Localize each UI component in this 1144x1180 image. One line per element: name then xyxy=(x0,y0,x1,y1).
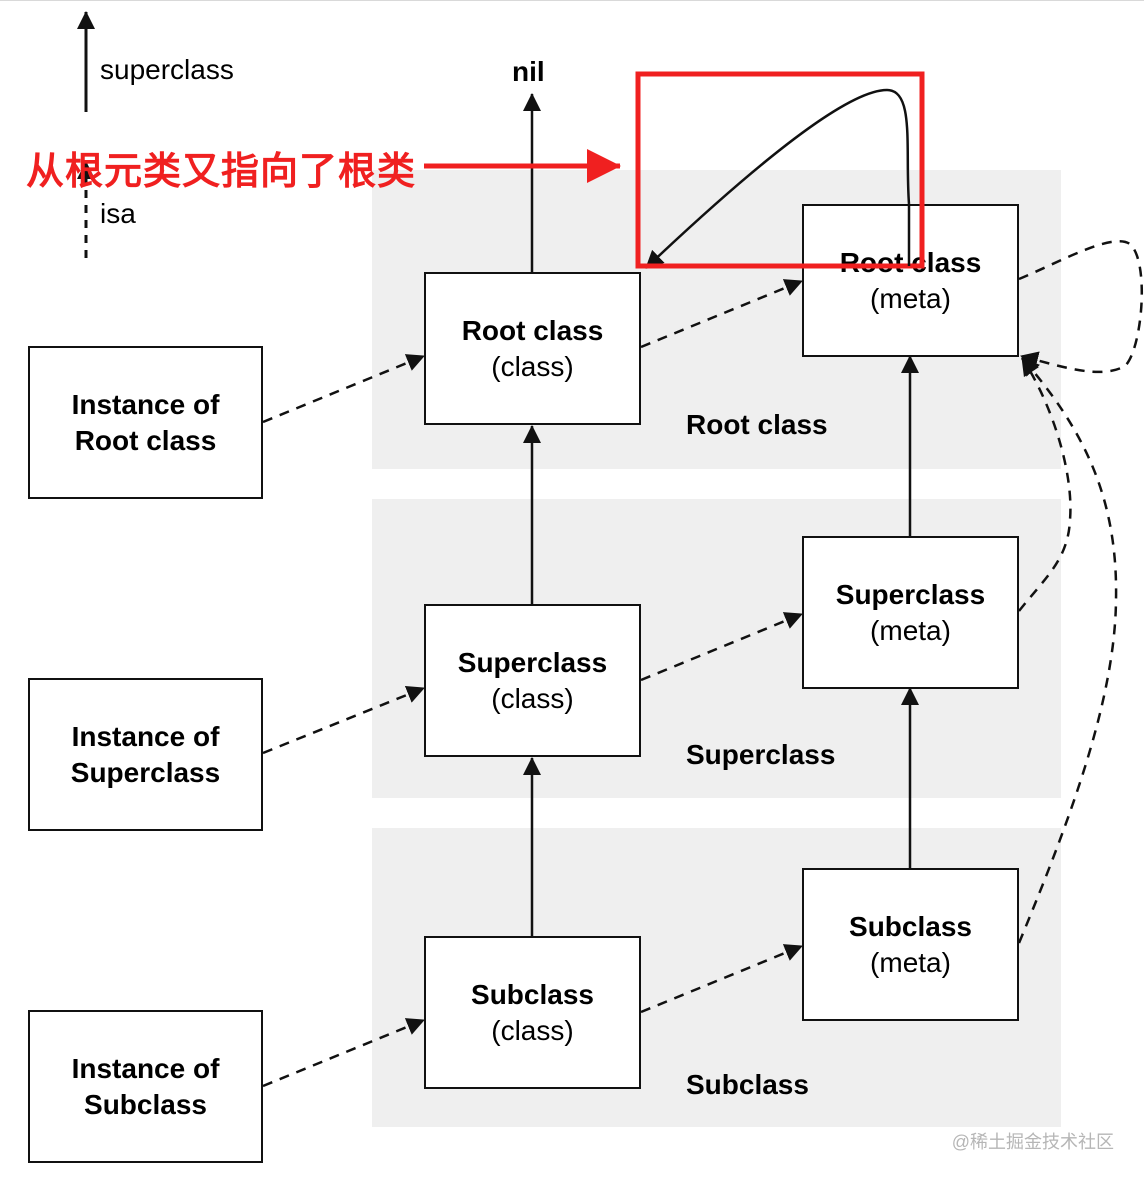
legend-superclass-label: superclass xyxy=(100,54,234,85)
watermark: @稀土掘金技术社区 xyxy=(951,1132,1114,1152)
subclass-title: Subclass xyxy=(471,978,594,1010)
root-class-band-label: Root class xyxy=(686,409,828,440)
super-meta-subtitle: (meta) xyxy=(870,614,951,646)
super-meta-isa-arrow xyxy=(1018,357,1072,612)
root-meta-title: Root class xyxy=(839,246,982,278)
subclass-subtitle: (class) xyxy=(491,1014,574,1046)
subclass-isa-arrow xyxy=(640,944,803,1014)
legend-isa-label: isa xyxy=(100,198,136,229)
instance-super-line1: Instance of xyxy=(71,720,220,752)
root-class-box: Root class (class) xyxy=(424,272,641,425)
subclass-band-label: Subclass xyxy=(686,1069,809,1100)
instance-root-isa-arrow xyxy=(262,354,425,424)
superclass-isa-arrow xyxy=(640,612,803,682)
sub-meta-title: Subclass xyxy=(849,910,972,942)
instance-sub-line2: Subclass xyxy=(84,1088,207,1120)
root-class-isa-arrow xyxy=(640,279,803,349)
sub-meta-box: Subclass (meta) xyxy=(802,868,1019,1021)
sub-meta-subtitle: (meta) xyxy=(870,946,951,978)
superclass-box: Superclass (class) xyxy=(424,604,641,757)
sub-meta-isa-arrow xyxy=(1017,357,1118,944)
root-class-subtitle: (class) xyxy=(491,350,574,382)
instance-root-line1: Instance of xyxy=(71,388,220,420)
root-meta-self-isa-arrow xyxy=(1018,240,1144,374)
instance-sub-isa-arrow xyxy=(262,1018,425,1088)
instance-root-box: Instance of Root class xyxy=(28,346,263,499)
root-meta-box: Root class (meta) xyxy=(802,204,1019,357)
instance-super-line2: Superclass xyxy=(70,756,221,788)
top-border xyxy=(0,0,1144,1)
annotation-text: 从根元类又指向了根类 xyxy=(26,149,417,193)
instance-root-line2: Root class xyxy=(74,424,217,456)
root-class-title: Root class xyxy=(461,314,604,346)
super-meta-box: Superclass (meta) xyxy=(802,536,1019,689)
superclass-title: Superclass xyxy=(457,646,608,678)
instance-sub-line1: Instance of xyxy=(71,1052,220,1084)
root-meta-subtitle: (meta) xyxy=(870,282,951,314)
instance-super-box: Instance of Superclass xyxy=(28,678,263,831)
subclass-box: Subclass (class) xyxy=(424,936,641,1089)
instance-sub-box: Instance of Subclass xyxy=(28,1010,263,1163)
nil-label: nil xyxy=(512,56,545,87)
super-meta-title: Superclass xyxy=(835,578,986,610)
superclass-subtitle: (class) xyxy=(491,682,574,714)
superclass-band-label: Superclass xyxy=(686,739,836,770)
instance-super-isa-arrow xyxy=(262,686,425,755)
